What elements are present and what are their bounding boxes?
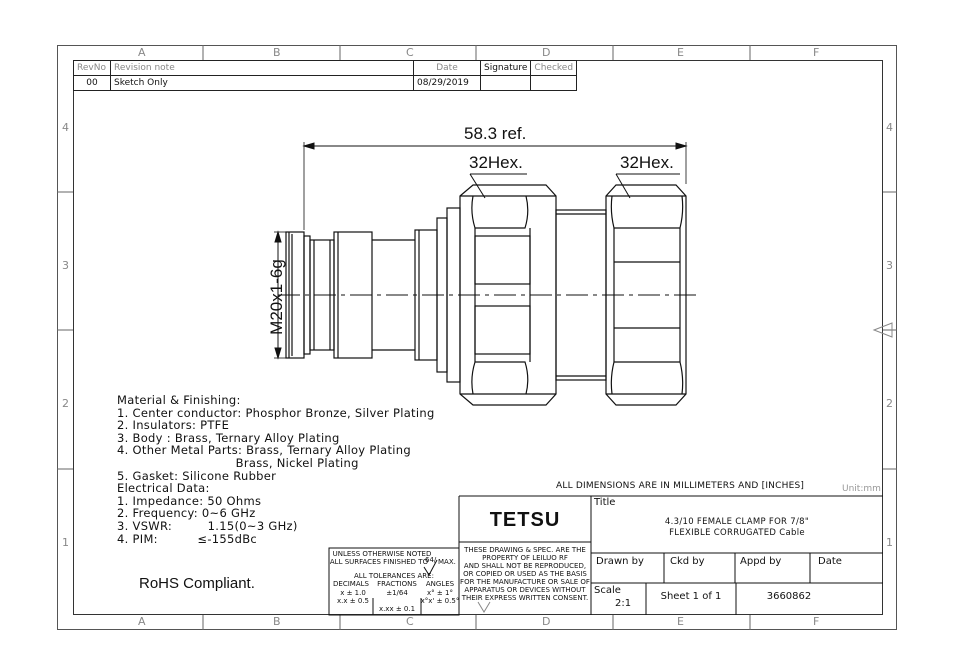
grid-label-bottom-a: A [138,615,146,628]
angle-tolerance-2: x°x' ± 0.5° [420,597,460,605]
notes-line: Electrical Data: [117,481,210,496]
date-label: Date [818,556,842,567]
grid-label-right-3: 3 [886,259,893,272]
title-label: Title [594,497,616,508]
finish-max: MAX. [438,558,456,566]
hex-left-dimension: 32Hex. [469,153,523,172]
proprietary-line: THESE DRAWING & SPEC. ARE THE [464,546,586,554]
grid-label-left-3: 3 [62,259,69,272]
unit-label: Unit:mm [842,484,881,494]
revision-table: RevNo Revision note Date Signature Check… [73,60,578,91]
grid-label-right-2: 2 [886,397,893,410]
drawing-number: 3660862 [766,591,812,602]
ckd-by-label: Ckd by [670,556,705,567]
proprietary-line: AND SHALL NOT BE REPRODUCED, [463,562,587,570]
date-cell: 08/29/2019 [413,75,481,91]
grid-label-right-4: 4 [886,121,893,134]
tolerance-line1: UNLESS OTHERWISE NOTED [332,550,432,558]
decimal-tolerance-1: x ± 1.0 [340,589,366,597]
grid-label-bottom-e: E [677,615,684,628]
grid-label-bottom-d: D [542,615,551,628]
company-name: TETSU [489,509,561,531]
grid-label-top-a: A [138,46,146,59]
decimal-tolerance-2: x.x ± 0.5 [337,597,369,605]
drawn-by-label: Drawn by [596,556,644,567]
notes-line: 2. Frequency: 0~6 GHz [117,506,256,521]
notes-line: 4. PIM: ≤-155dBc [117,531,258,546]
notes-line: Brass, Nickel Plating [117,455,359,470]
overall-length-dimension: 58.3 ref. [464,124,527,143]
angle-tolerance-1: x° ± 1° [427,589,453,597]
drawing-title-line1: 4.3/10 FEMALE CLAMP FOR 7/8" [664,517,810,527]
tolerance-line2: ALL SURFACES FINISHED TO [329,558,429,566]
grid-label-top-d: D [542,46,551,59]
finish-value: 64/ [425,556,437,564]
notes-line: Material & Finishing: [117,393,241,407]
proprietary-line: PROPERTY OF LEILUO RF [482,554,568,562]
grid-label-bottom-f: F [813,615,820,628]
notes-line: 4. Other Metal Parts: Brass, Ternary All… [117,443,411,458]
decimal-tolerance-3: x.xx ± 0.1 [378,605,416,613]
fractions-header: FRACTIONS [377,580,417,588]
proprietary-notice: THESE DRAWING & SPEC. ARE THE PROPERTY O… [459,546,591,602]
signature-cell [479,75,532,91]
material-notes: Material & Finishing:1. Center conductor… [117,394,435,545]
grid-label-bottom-b: B [273,615,281,628]
drawing-title-line2: FLEXIBLE CORRUGATED Cable [669,528,805,538]
notes-line: 3. Body : Brass, Ternary Alloy Plating [117,430,340,445]
angles-header: ANGLES [425,580,455,588]
grid-label-right-1: 1 [886,536,893,549]
notes-line: 2. Insulators: PTFE [117,418,230,433]
scale-value: 2:1 [615,598,632,609]
notes-line: 1. Impedance: 50 Ohms [117,493,262,508]
notes-line: 5. Gasket: Silicone Rubber [117,468,277,483]
grid-label-bottom-c: C [406,615,414,628]
proprietary-line: THEIR EXPRESS WRITTEN CONSENT. [461,594,589,602]
sheet-number: Sheet 1 of 1 [660,591,722,602]
fraction-tolerance: ±1/64 [386,589,408,597]
checked-cell [530,75,578,91]
proprietary-line: OR COPIED OR USED AS THE BASIS [463,570,587,578]
hex-right-dimension: 32Hex. [620,153,674,172]
units-note: ALL DIMENSIONS ARE IN MILLIMETERS AND [I… [556,481,805,491]
outer-border [57,45,897,630]
tolerance-line3: ALL TOLERANCES ARE: [354,572,434,580]
proprietary-line: APPARATUS OR DEVICES WITHOUT [464,586,586,594]
grid-label-top-f: F [813,46,820,59]
decimals-header: DECIMALS [333,580,369,588]
grid-label-left-4: 4 [62,121,69,134]
proprietary-line: FOR THE MANUFACTURE OR SALE OF [460,578,590,586]
grid-label-top-c: C [406,46,414,59]
rohs-note: RoHS Compliant. [139,575,255,592]
notes-line: 3. VSWR: 1.15(0~3 GHz) [117,518,298,533]
grid-label-left-2: 2 [62,397,69,410]
appd-by-label: Appd by [740,556,782,567]
notes-line: 1. Center conductor: Phosphor Bronze, Si… [117,405,435,420]
scale-label: Scale [594,585,621,596]
grid-label-top-e: E [677,46,684,59]
grid-label-top-b: B [273,46,281,59]
grid-label-left-1: 1 [62,536,69,549]
